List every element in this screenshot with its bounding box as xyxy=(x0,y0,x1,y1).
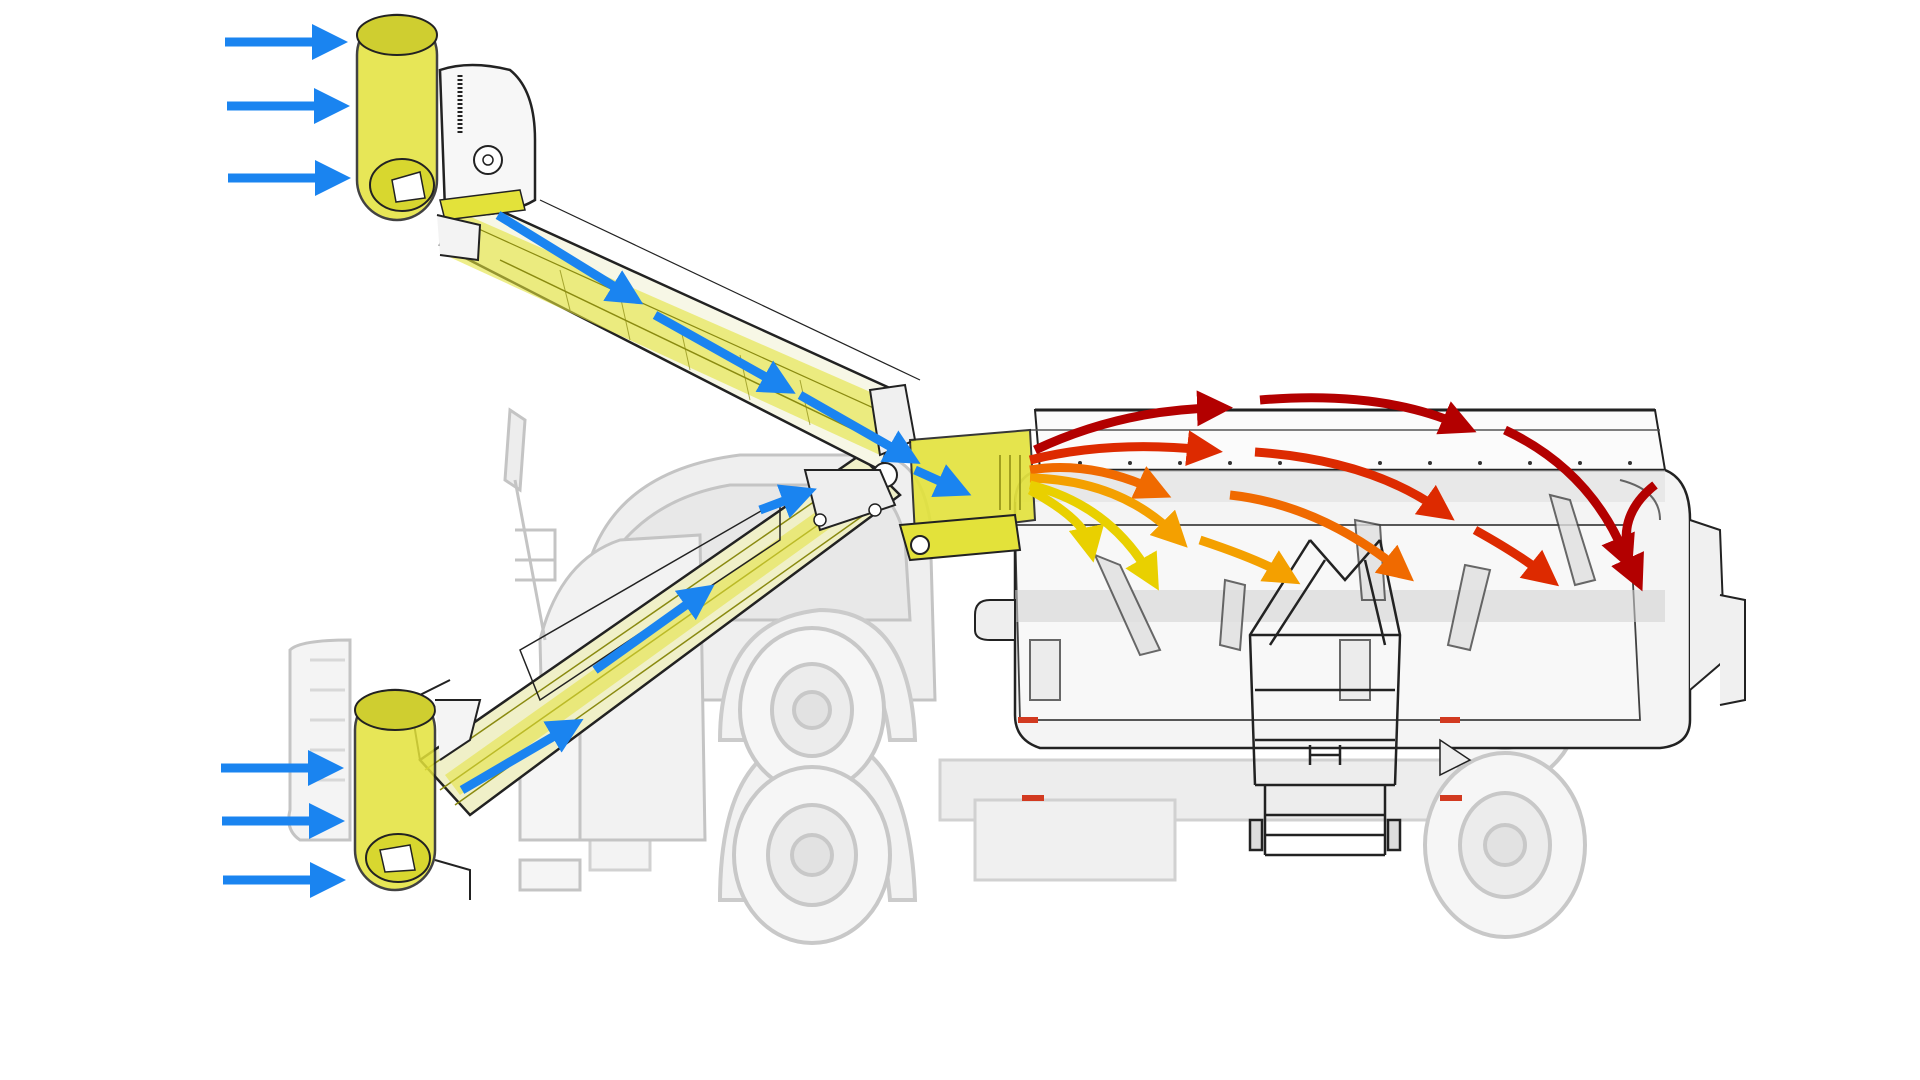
dist-arrow-h4-b xyxy=(1198,535,1301,585)
reflector xyxy=(1022,795,1044,801)
dist-arrow-h2-c xyxy=(1472,526,1560,587)
reflector xyxy=(1440,795,1462,801)
lower-flow-arrow-3 xyxy=(758,484,817,519)
dist-arrow-h1-d xyxy=(1611,481,1658,592)
dist-arrow-h2-b xyxy=(1254,447,1455,521)
upper-flow-arrow-4 xyxy=(913,464,972,498)
dist-arrow-h1-c xyxy=(1503,425,1635,572)
upper-flow-arrow-2 xyxy=(652,311,796,394)
upper-intake-drum xyxy=(355,13,537,262)
upper-flow-arrow-3 xyxy=(797,391,921,464)
transfer-hopper xyxy=(898,428,1037,562)
lower-conveyor-boom xyxy=(353,453,902,900)
dist-arrow-h1-b xyxy=(1259,393,1477,435)
dist-arrow-h5-b xyxy=(1027,486,1105,563)
dist-arrow-h2-a xyxy=(1028,430,1223,467)
lower-flow-arrow-1 xyxy=(459,718,584,794)
conveyor-flow-arrows xyxy=(459,211,972,794)
lower-flow-arrow-2 xyxy=(592,584,715,674)
dist-arrow-h4-a xyxy=(1029,473,1188,548)
reflector xyxy=(1018,717,1038,723)
mixing-paddles xyxy=(1029,479,1661,701)
front-wheels xyxy=(732,626,892,945)
upper-flow-arrow-1 xyxy=(495,211,644,305)
dist-arrow-h3-a xyxy=(1029,463,1172,499)
lower-intake-drum xyxy=(353,688,482,900)
dist-arrow-h5-a xyxy=(1028,480,1159,591)
dist-arrow-h3-b xyxy=(1229,490,1414,582)
upper-conveyor-boom xyxy=(355,13,921,532)
intake-arrows xyxy=(221,24,351,898)
dist-arrow-h1-a xyxy=(1033,390,1233,455)
tank-rear-cap xyxy=(1689,519,1727,691)
distribution-arrows xyxy=(1027,390,1658,592)
reflector xyxy=(1440,717,1460,723)
chassis-rail-lower xyxy=(973,798,1177,882)
